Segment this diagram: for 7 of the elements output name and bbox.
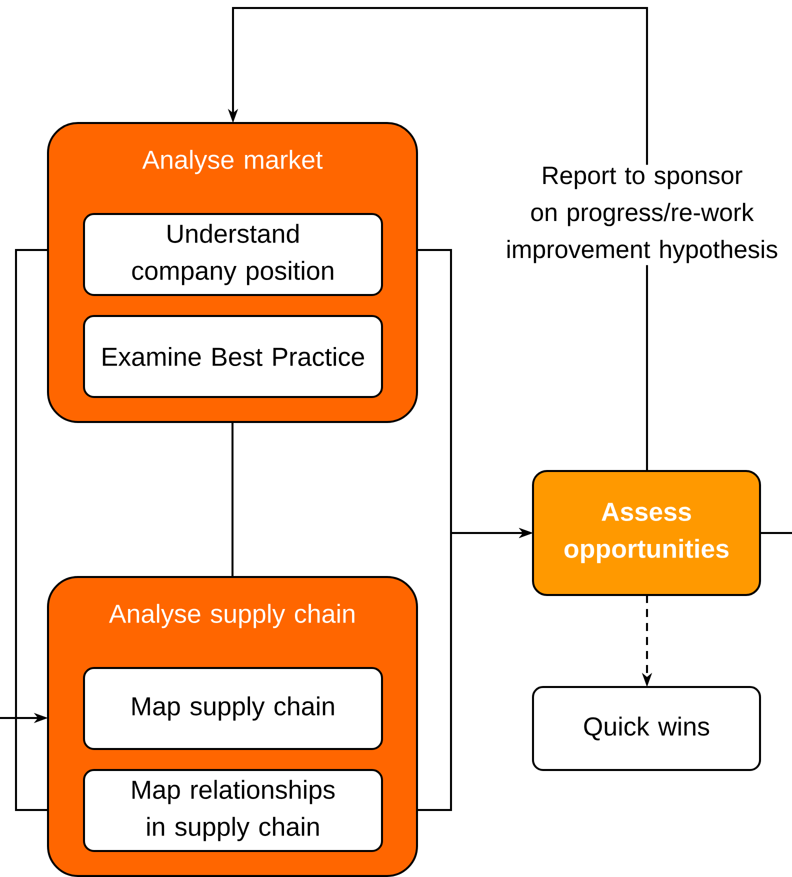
process-box: Map relationships in supply chain	[83, 769, 383, 852]
edge-label: Report to sponsor on progress/re-work improvement hypothesis	[490, 164, 792, 266]
process-box: Assess opportunities	[532, 470, 761, 596]
process-box: Examine Best Practice	[83, 315, 383, 398]
process-box: Quick wins	[532, 686, 761, 771]
process-box: Map supply chain	[83, 667, 383, 750]
process-box: Understand company position	[83, 213, 383, 296]
